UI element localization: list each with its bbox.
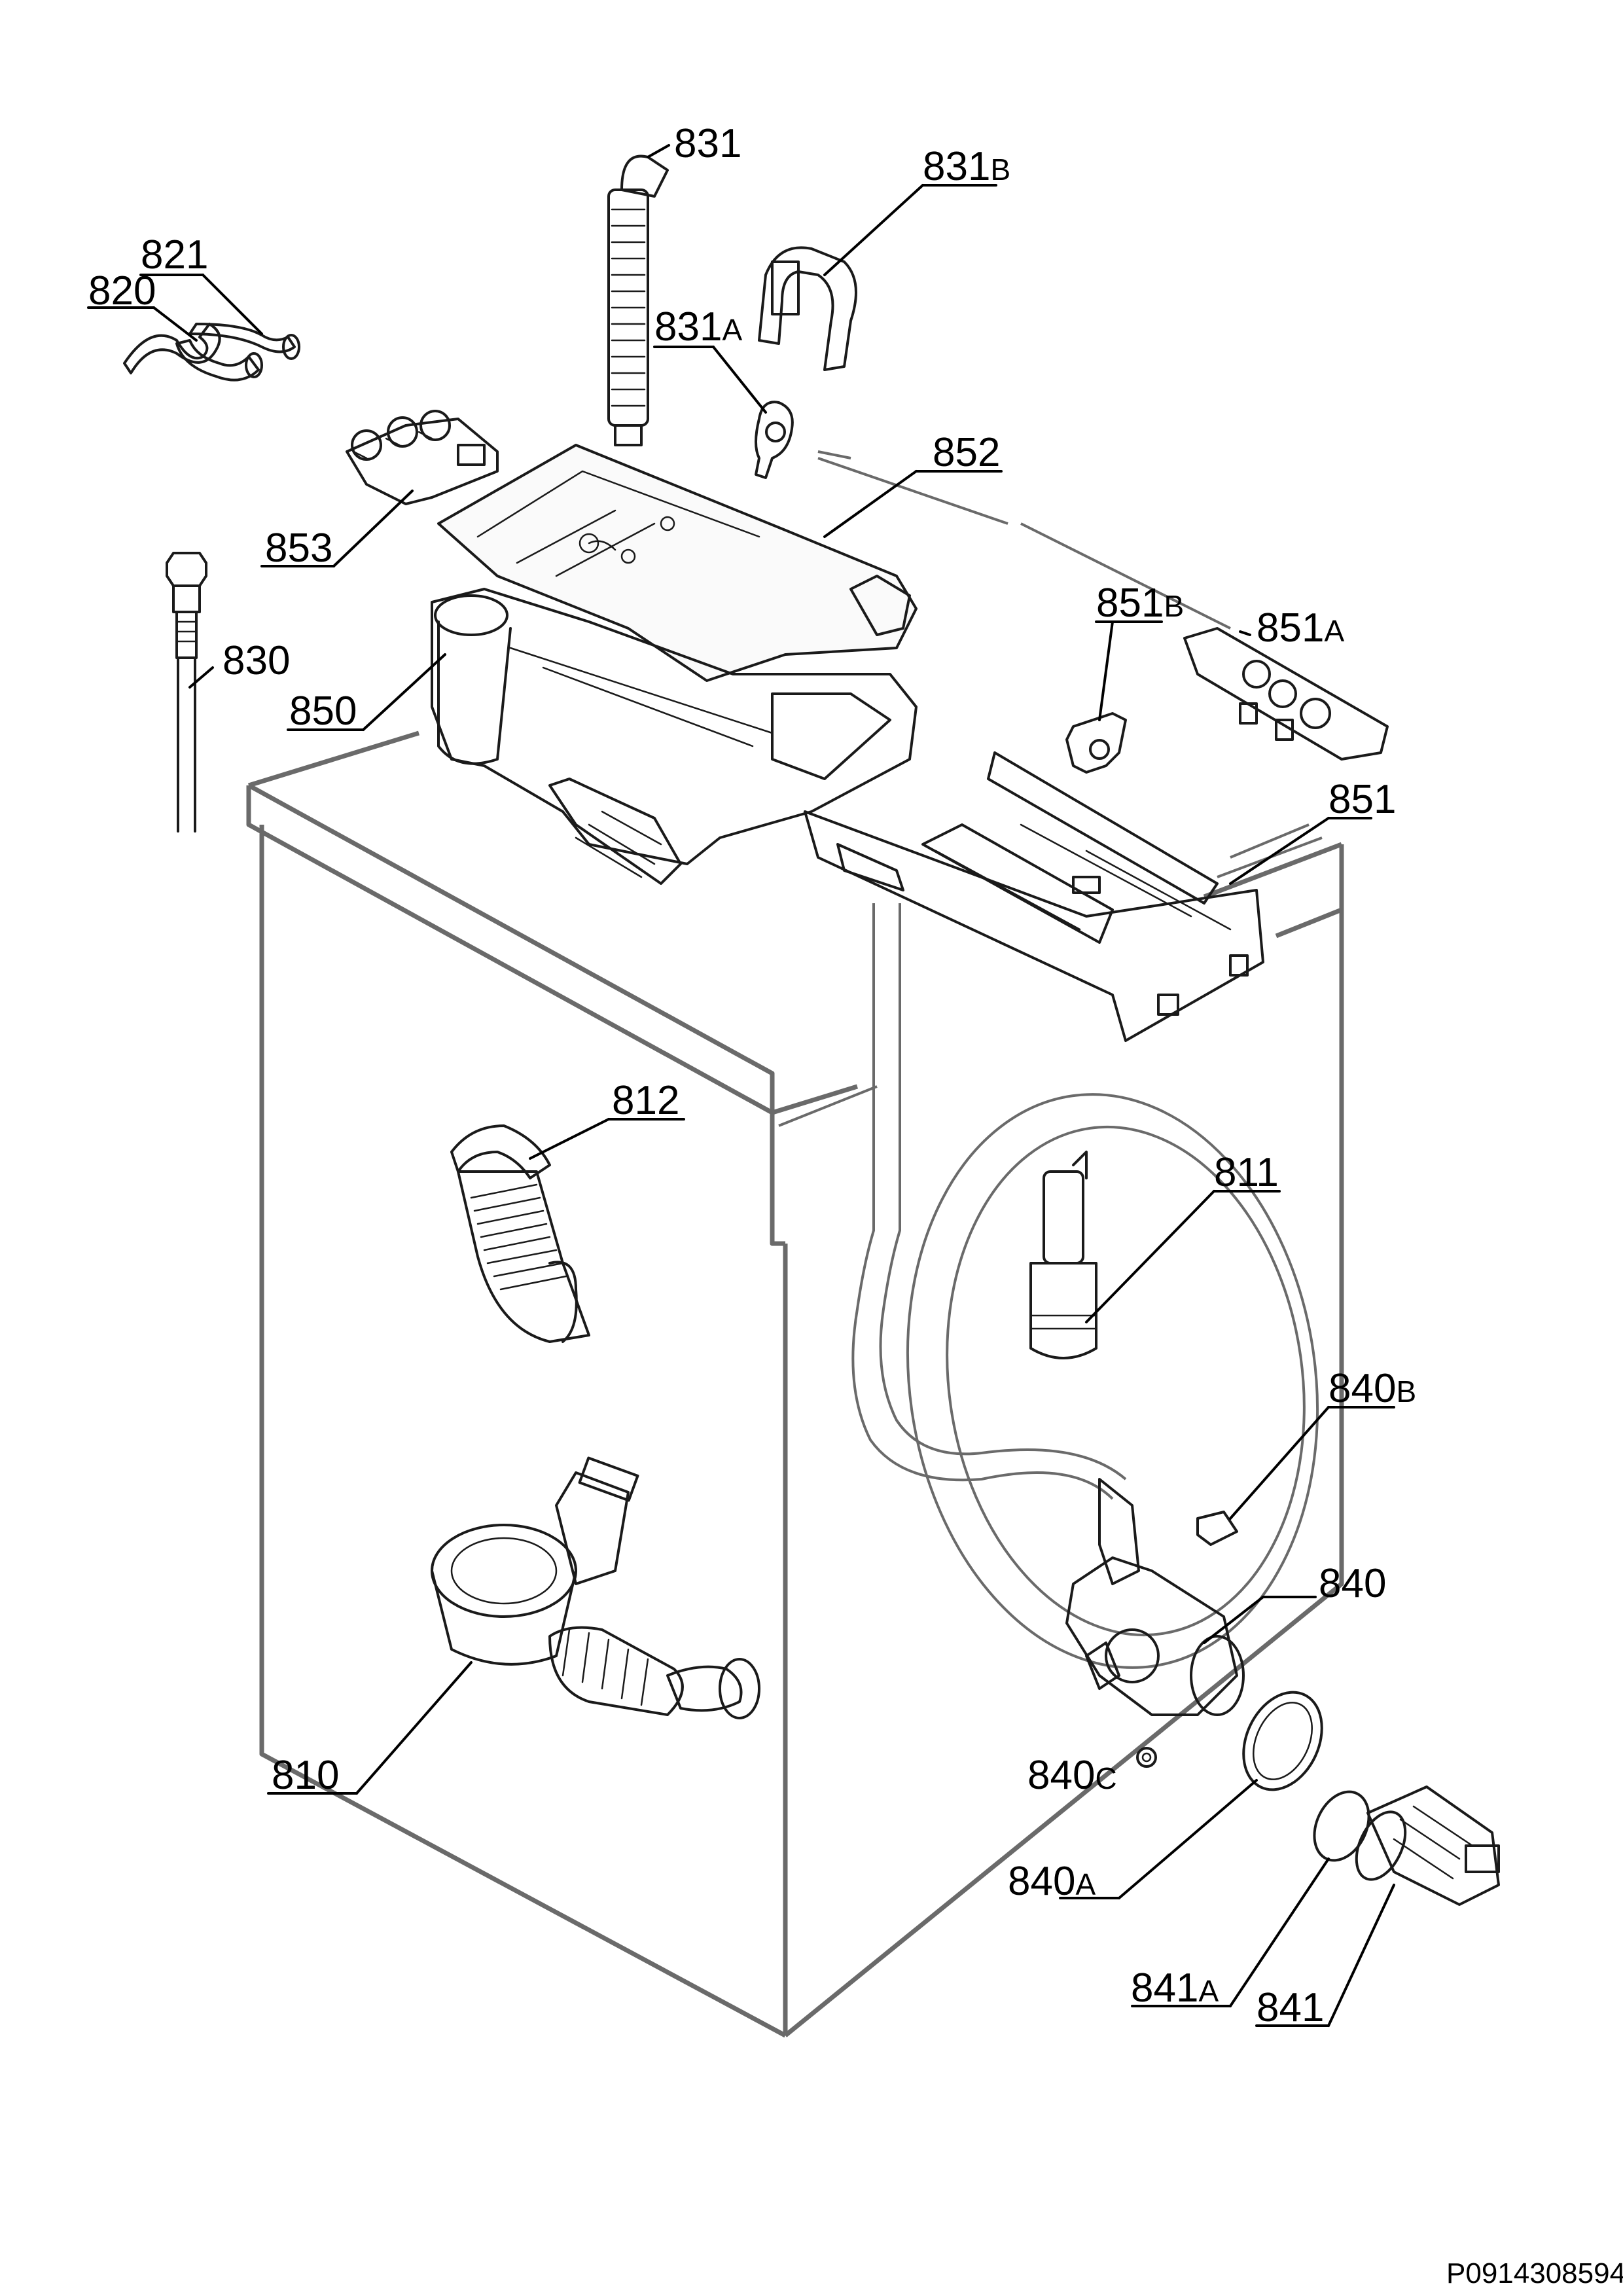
part-810-sump-hose (431, 1456, 760, 1719)
label-850: 850 (289, 689, 357, 734)
label-820: 820 (88, 268, 156, 314)
label-853: 853 (265, 526, 332, 571)
part-831B-hose-bracket (758, 246, 857, 371)
label-830: 830 (223, 638, 290, 683)
label-851A: 851A (1257, 605, 1344, 651)
label-831B: 831B (923, 144, 1010, 189)
callout-leaders (87, 144, 1395, 2027)
part-840C-nut (1136, 1747, 1157, 1768)
label-831A: 831A (654, 304, 742, 350)
part-840-drain-pump (1065, 1478, 1245, 1716)
part-840B-block (1196, 1511, 1238, 1546)
label-812: 812 (612, 1078, 679, 1123)
drawing-code: P09143085940 (1446, 2257, 1623, 2289)
label-851B: 851B (1096, 581, 1184, 626)
label-852: 852 (933, 430, 1000, 475)
part-841A-seal (1313, 1790, 1370, 1862)
label-851: 851 (1329, 777, 1396, 822)
label-840: 840 (1319, 1561, 1386, 1606)
label-840B: 840B (1329, 1366, 1416, 1411)
part-853-valve (346, 410, 499, 505)
part-840A-ring (1242, 1691, 1323, 1791)
label-840C: 840C (1027, 1753, 1117, 1798)
label-841: 841 (1257, 1985, 1324, 2030)
part-850-dispenser-housing (431, 588, 918, 885)
label-840A: 840A (1008, 1859, 1096, 1904)
part-831-hose (607, 154, 669, 446)
part-851A-handle (1183, 627, 1389, 761)
label-841A: 841A (1131, 1965, 1219, 2011)
part-851B-latch (1065, 712, 1127, 774)
label-831: 831 (674, 121, 741, 166)
label-821: 821 (141, 232, 208, 278)
part-811-sensor (1029, 1151, 1097, 1359)
part-812-bellows-hose (450, 1124, 590, 1343)
part-820-821-hoses (123, 323, 300, 382)
label-810: 810 (272, 1753, 339, 1798)
washing-machine-cabinet (246, 450, 1344, 2038)
callout-labels: 831 831B 821 820 831A 852 853 851B 851A … (88, 121, 1623, 2289)
part-830-inlet-hose (166, 552, 207, 833)
part-851-drawer (804, 751, 1264, 1042)
part-852-dispenser-lid (437, 444, 918, 682)
drain-hose (851, 903, 1127, 1500)
part-841-filter (1355, 1785, 1500, 1906)
part-831A-clip (755, 401, 794, 479)
label-811: 811 (1214, 1150, 1279, 1195)
